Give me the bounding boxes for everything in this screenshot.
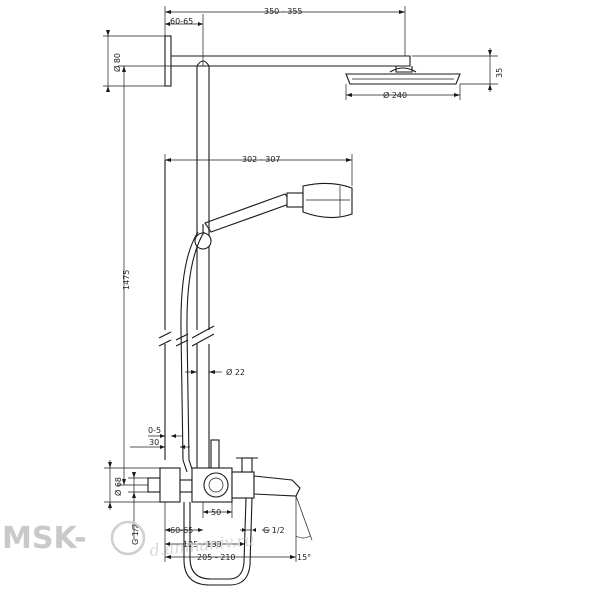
shower-hose: [175, 231, 205, 473]
dim-arm-length: 350 - 355: [264, 7, 303, 16]
watermark-brand: MSK-: [2, 521, 87, 556]
dim-spout-offset: 50: [211, 508, 221, 517]
dim-gap-30: 30: [149, 438, 159, 447]
dim-width-b: 205 - 210: [197, 553, 236, 562]
wall-line: [158, 160, 172, 460]
wall-flange-top: [164, 35, 172, 87]
hand-shower: [204, 182, 353, 233]
dim-connection: G 1/2: [263, 526, 285, 535]
dim-hand-shower-reach: 302 - 307: [242, 155, 281, 164]
dim-wall-offset-top: 60-65: [170, 17, 193, 26]
dim-angle: 15°: [297, 553, 311, 562]
dim-flange-diameter: Ø 80: [112, 53, 122, 72]
dim-head-diameter: Ø 240: [383, 90, 407, 100]
dim-gap-range: 0-5: [148, 426, 161, 435]
bottom-hose: [183, 497, 253, 586]
overhead-shower-head: [345, 67, 461, 85]
dim-thread-left: G 1/2: [131, 523, 140, 545]
riser-pipe: [191, 60, 215, 470]
dim-rod-diameter: Ø 22: [226, 367, 245, 377]
watermark-logo-ring: [110, 520, 146, 556]
dim-mixer-diameter: Ø 68: [113, 477, 123, 496]
dim-head-height: 35: [495, 68, 504, 78]
dim-total-height: 1475: [122, 270, 131, 290]
dim-bottom-offset: 60-65: [170, 526, 193, 535]
thermostat-mixer: [147, 439, 301, 503]
dim-width-a: 125 - 130: [183, 540, 222, 549]
